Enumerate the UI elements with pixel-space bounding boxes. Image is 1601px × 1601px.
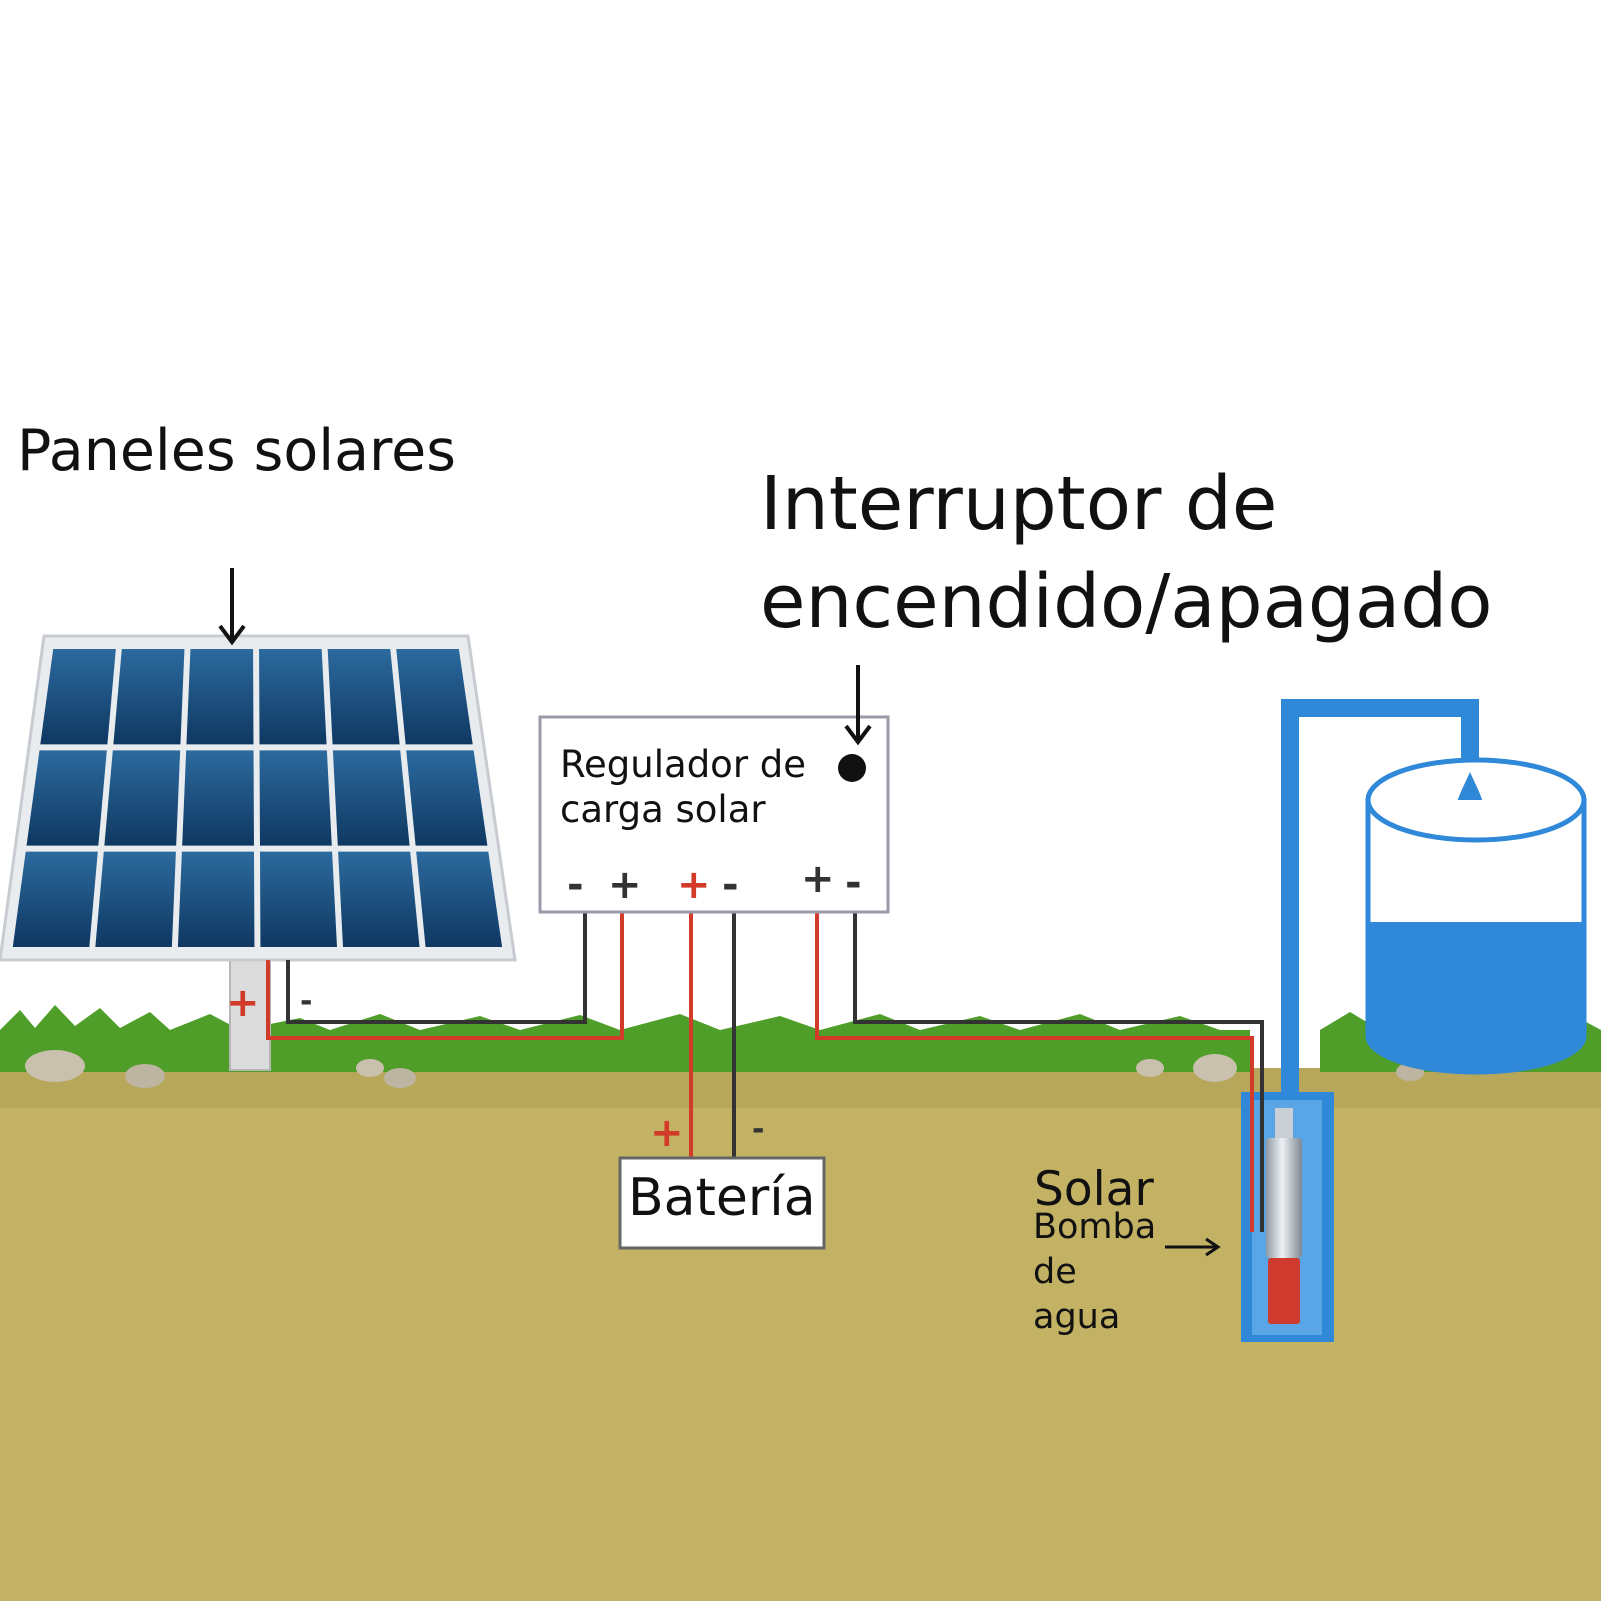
- regulator-terminal-load-negative: -: [845, 860, 862, 906]
- regulator-label-line2: carga solar: [560, 788, 766, 831]
- panel-cell: [338, 851, 420, 947]
- grass-strip: [0, 1005, 1250, 1072]
- wire-load-positive: [815, 912, 1254, 1232]
- rock: [25, 1050, 85, 1082]
- solar-panel: [0, 634, 517, 1071]
- rock: [125, 1064, 165, 1088]
- regulator-terminal-pv-negative: -: [567, 862, 584, 908]
- wire-load-negative: [853, 912, 1264, 1232]
- regulator-terminal-bat-positive: +: [677, 862, 711, 908]
- panel-cell: [104, 750, 181, 846]
- wire-panel-positive: [266, 912, 624, 1040]
- soil-top-shade: [0, 1068, 1601, 1108]
- charge-regulator-label: Regulador de carga solar: [560, 742, 806, 832]
- panel-cell: [259, 750, 332, 846]
- right-arrow-icon: [1165, 1237, 1221, 1257]
- pump-label-line2: de: [1033, 1252, 1077, 1292]
- tank-top: [1365, 757, 1587, 843]
- battery-terminal-negative: -: [752, 1112, 765, 1147]
- pump-outlet: [1275, 1108, 1293, 1138]
- pump-label-line3: agua: [1033, 1297, 1121, 1337]
- water-pump-label: Bomba de agua: [1033, 1205, 1173, 1340]
- wire-panel-negative: [286, 912, 587, 1024]
- wires: [266, 912, 1264, 1232]
- panel-cell: [95, 851, 176, 947]
- panel-terminal-negative: -: [300, 984, 313, 1019]
- pump-steel-body: [1266, 1138, 1302, 1258]
- regulator-terminal-bat-negative: -: [722, 862, 739, 908]
- battery-box: [618, 1156, 826, 1250]
- pump-label-line1: Bomba: [1033, 1207, 1157, 1247]
- panel-cell: [186, 649, 254, 745]
- soil: [0, 1068, 1601, 1601]
- battery-label: Batería: [628, 1168, 816, 1228]
- switch-label-line1: Interruptor de: [760, 461, 1278, 547]
- solar-panels-label: Paneles solares: [17, 418, 456, 484]
- panel-cell: [406, 750, 488, 846]
- water-pipe: [1281, 699, 1479, 1100]
- rock: [356, 1059, 384, 1077]
- panel-cell: [327, 649, 400, 745]
- pump-red-motor: [1268, 1258, 1300, 1324]
- pump-solar-label: Solar: [1034, 1162, 1154, 1217]
- charge-regulator-box: [538, 715, 890, 914]
- tank-water: [1370, 922, 1582, 1070]
- panel-cell: [182, 750, 254, 846]
- submersible-pump: [1266, 1108, 1302, 1324]
- water-tank: [1365, 757, 1587, 1075]
- panel-cell: [26, 750, 107, 846]
- rock: [384, 1068, 416, 1088]
- panel-cell: [332, 750, 410, 846]
- battery-terminal-positive: +: [650, 1110, 684, 1156]
- regulator-terminal-pv-positive: +: [608, 862, 642, 908]
- panel-cell: [416, 851, 503, 947]
- switch-label-line2: encendido/apagado: [760, 559, 1493, 645]
- panel-cell: [12, 851, 98, 947]
- switch-dot-icon: [838, 754, 866, 782]
- panel-cells: [12, 649, 503, 947]
- rock: [1136, 1059, 1164, 1077]
- on-off-switch-label: Interruptor de encendido/apagado: [760, 455, 1492, 651]
- panel-cell: [177, 851, 255, 947]
- down-arrow-icon: [218, 568, 246, 646]
- regulator-label-line1: Regulador de: [560, 743, 807, 786]
- panel-cell: [259, 851, 337, 947]
- panel-terminal-positive: +: [226, 980, 260, 1026]
- rock: [1193, 1054, 1237, 1082]
- down-arrow-icon: [844, 665, 872, 746]
- panel-cell: [40, 649, 116, 745]
- panel-cell: [113, 649, 185, 745]
- regulator-terminal-load-positive: +: [801, 856, 835, 902]
- panel-cell: [396, 649, 473, 745]
- panel-cell: [259, 649, 327, 745]
